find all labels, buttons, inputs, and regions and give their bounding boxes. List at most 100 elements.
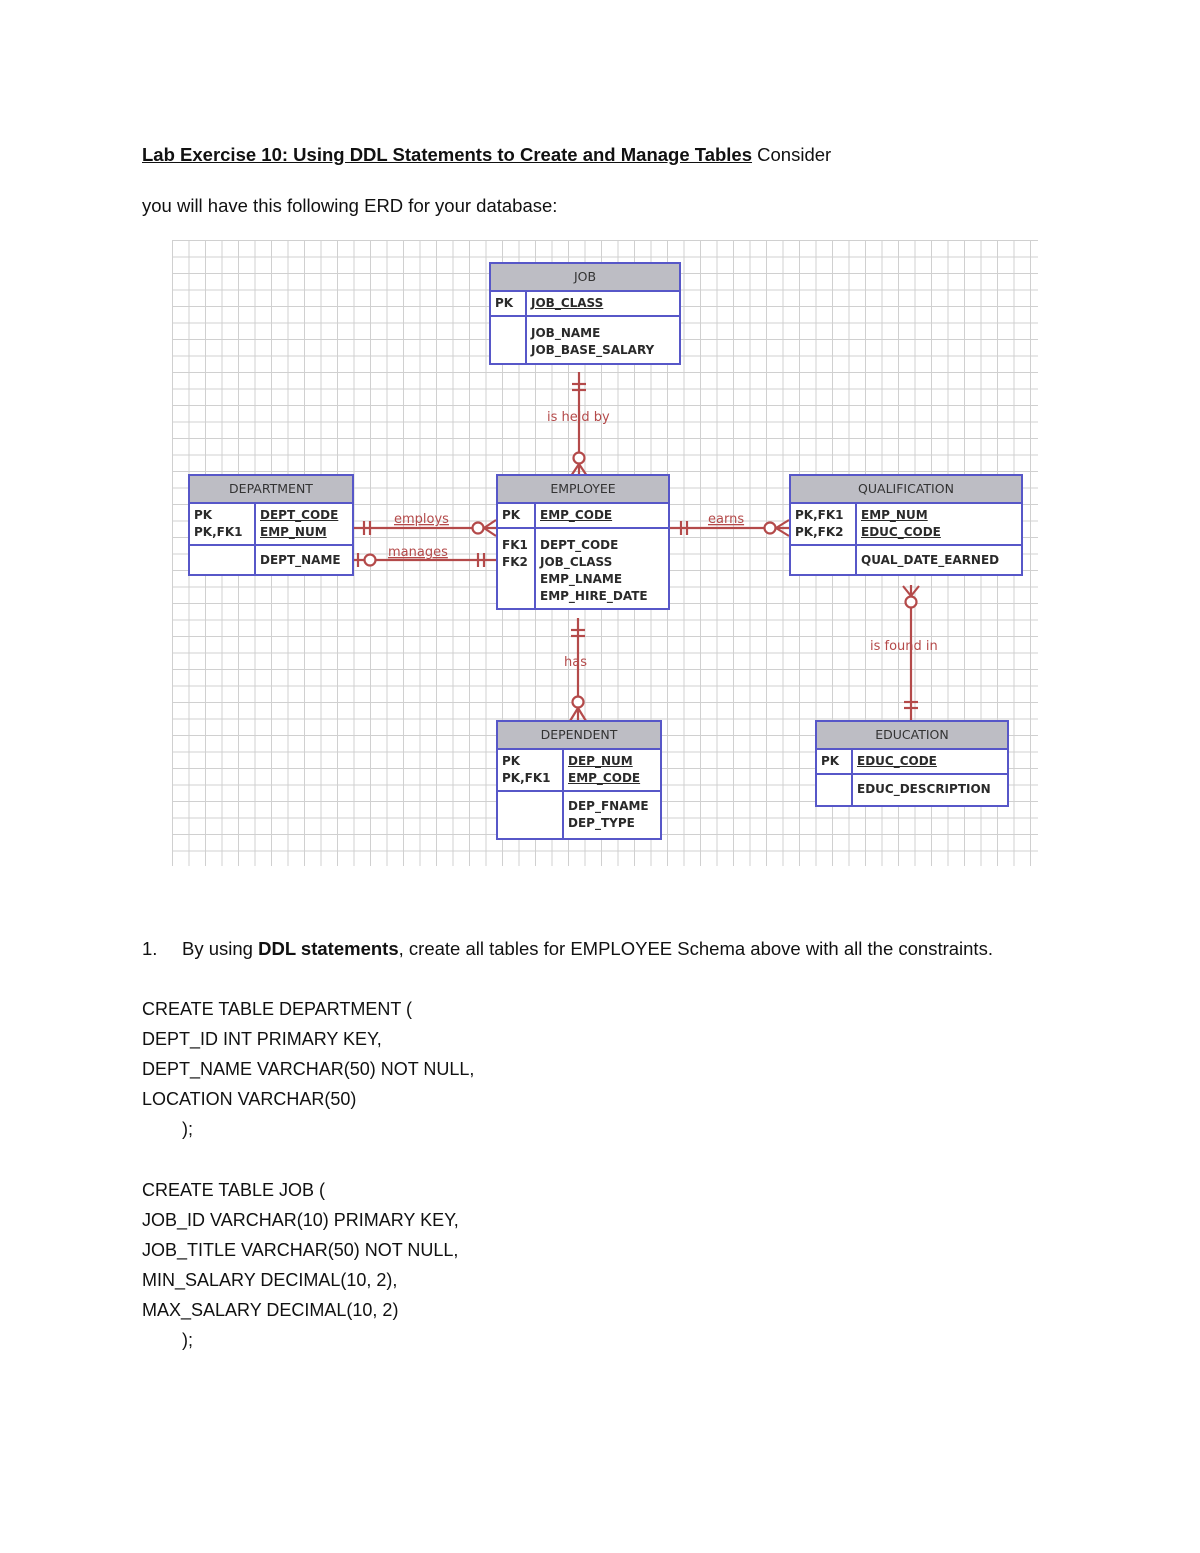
crow-foot: [775, 519, 790, 529]
attribute: EDUC_DESCRIPTION: [857, 782, 991, 796]
entity-employee: EMPLOYEE PK EMP_CODE FK1 FK2 DEPT_CODE J…: [496, 474, 670, 610]
key-label: FK2: [502, 555, 528, 569]
question-bold: DDL statements: [258, 938, 399, 959]
entity-qualification: QUALIFICATION PK,FK1 PK,FK2 EMP_NUM EDUC…: [789, 474, 1023, 576]
optional-circle: [572, 451, 586, 465]
attr-section: DEP_FNAME DEP_TYPE: [498, 792, 660, 838]
sql-line: MIN_SALARY DECIMAL(10, 2),: [142, 1270, 398, 1291]
attribute: EDUC_CODE: [857, 754, 937, 768]
key-label: PK,FK1: [502, 771, 551, 785]
pk-section: PK JOB_CLASS: [491, 292, 679, 317]
optional-circle: [904, 595, 918, 609]
crow-foot: [775, 527, 790, 537]
entity-job: JOB PK JOB_CLASS JOB_NAME JOB_BASE_SALAR…: [489, 262, 681, 365]
attribute: JOB_BASE_SALARY: [531, 343, 655, 357]
question-post: , create all tables for EMPLOYEE Schema …: [398, 938, 993, 959]
exercise-heading: Lab Exercise 10: Using DDL Statements to…: [142, 144, 831, 166]
rel-label-is-found-in: is found in: [870, 639, 938, 654]
attribute: DEP_TYPE: [568, 816, 635, 830]
attribute: EMP_CODE: [568, 771, 641, 785]
sql-line: CREATE TABLE DEPARTMENT (: [142, 999, 413, 1019]
attribute: JOB_NAME: [531, 326, 601, 340]
heading-tail: Consider: [752, 144, 832, 165]
attr-section: QUAL_DATE_EARNED: [791, 546, 1021, 574]
relationship-lines: is held by employs manages earns has is …: [352, 372, 938, 722]
attribute: EMP_HIRE_DATE: [540, 589, 648, 603]
crow-foot: [483, 527, 497, 537]
exercise-title: Lab Exercise 10: Using DDL Statements to…: [142, 144, 753, 165]
key-label: PK,FK1: [795, 508, 844, 522]
rel-label-has: has: [564, 655, 587, 670]
crow-foot: [569, 707, 579, 722]
attribute: EMP_NUM: [861, 508, 928, 522]
entity-name: DEPENDENT: [498, 722, 660, 750]
question-1: 1. By using DDL statements, create all ta…: [142, 938, 993, 960]
key-label: PK: [502, 508, 521, 522]
crow-foot: [910, 585, 920, 597]
attribute: EDUC_CODE: [861, 525, 941, 539]
attr-section: JOB_NAME JOB_BASE_SALARY: [491, 317, 679, 363]
crow-foot: [483, 519, 497, 529]
intro-text: you will have this following ERD for you…: [142, 195, 558, 216]
sql-line: JOB_ID VARCHAR(10) PRIMARY KEY,: [142, 1210, 459, 1231]
question-number: 1.: [142, 938, 158, 959]
rel-label-manages: manages: [388, 545, 448, 560]
sql-close: );: [182, 1330, 193, 1351]
attribute: DEPT_CODE: [260, 508, 339, 522]
crow-foot: [902, 585, 912, 597]
sql-line: LOCATION VARCHAR(50): [142, 1089, 357, 1110]
optional-circle: [763, 521, 777, 535]
sql-block-job: CREATE TABLE JOB ( JOB_ID VARCHAR(10) PR…: [142, 1175, 459, 1356]
crow-foot: [577, 707, 587, 722]
key-label: PK: [194, 508, 213, 522]
pk-section: PK EDUC_CODE: [817, 750, 1007, 775]
attr-section: DEPT_NAME: [190, 546, 352, 574]
attribute: DEP_NUM: [568, 754, 633, 768]
pk-section: PK PK,FK1 DEPT_CODE EMP_NUM: [190, 504, 352, 546]
sql-block-department: CREATE TABLE DEPARTMENT ( DEPT_ID INT PR…: [142, 994, 474, 1144]
optional-circle: [471, 521, 485, 535]
attribute: EMP_NUM: [260, 525, 327, 539]
entity-name: DEPARTMENT: [190, 476, 352, 504]
sql-line: MAX_SALARY DECIMAL(10, 2): [142, 1300, 399, 1321]
attribute: DEP_FNAME: [568, 799, 649, 813]
entity-name: JOB: [491, 264, 679, 292]
attr-section: EDUC_DESCRIPTION: [817, 775, 1007, 805]
key-label: PK: [495, 296, 514, 310]
question-pre: By using: [182, 938, 259, 959]
sql-line: CREATE TABLE JOB (: [142, 1180, 326, 1200]
attr-section: FK1 FK2 DEPT_CODE JOB_CLASS EMP_LNAME EM…: [498, 529, 668, 608]
optional-circle: [571, 695, 585, 709]
key-label: PK: [821, 754, 840, 768]
entity-name: EMPLOYEE: [498, 476, 668, 504]
key-label: PK,FK1: [194, 525, 243, 539]
pk-section: PK EMP_CODE: [498, 504, 668, 529]
rel-label-is-held-by: is held by: [547, 410, 610, 425]
key-label: PK,FK2: [795, 525, 844, 539]
sql-close: );: [182, 1119, 193, 1140]
erd-diagram: is held by employs manages earns has is …: [172, 240, 1038, 866]
rel-label-earns: earns: [708, 512, 744, 527]
attribute: EMP_CODE: [540, 508, 613, 522]
pk-section: PK,FK1 PK,FK2 EMP_NUM EDUC_CODE: [791, 504, 1021, 546]
sql-line: DEPT_NAME VARCHAR(50) NOT NULL,: [142, 1059, 475, 1080]
key-label: PK: [502, 754, 521, 768]
rel-label-employs: employs: [394, 512, 449, 527]
optional-circle: [363, 553, 377, 567]
attribute: EMP_LNAME: [540, 572, 623, 586]
key-label: FK1: [502, 538, 528, 552]
entity-department: DEPARTMENT PK PK,FK1 DEPT_CODE EMP_NUM D…: [188, 474, 354, 576]
sql-line: DEPT_ID INT PRIMARY KEY,: [142, 1029, 382, 1050]
entity-name: EDUCATION: [817, 722, 1007, 750]
entity-name: QUALIFICATION: [791, 476, 1021, 504]
attribute: JOB_CLASS: [531, 296, 604, 310]
attribute: DEPT_CODE: [540, 538, 619, 552]
attribute: QUAL_DATE_EARNED: [861, 553, 1000, 567]
pk-section: PK PK,FK1 DEP_NUM EMP_CODE: [498, 750, 660, 792]
attribute: JOB_CLASS: [540, 555, 613, 569]
entity-dependent: DEPENDENT PK PK,FK1 DEP_NUM EMP_CODE DEP…: [496, 720, 662, 840]
entity-education: EDUCATION PK EDUC_CODE EDUC_DESCRIPTION: [815, 720, 1009, 807]
attribute: DEPT_NAME: [260, 553, 341, 567]
sql-line: JOB_TITLE VARCHAR(50) NOT NULL,: [142, 1240, 459, 1261]
